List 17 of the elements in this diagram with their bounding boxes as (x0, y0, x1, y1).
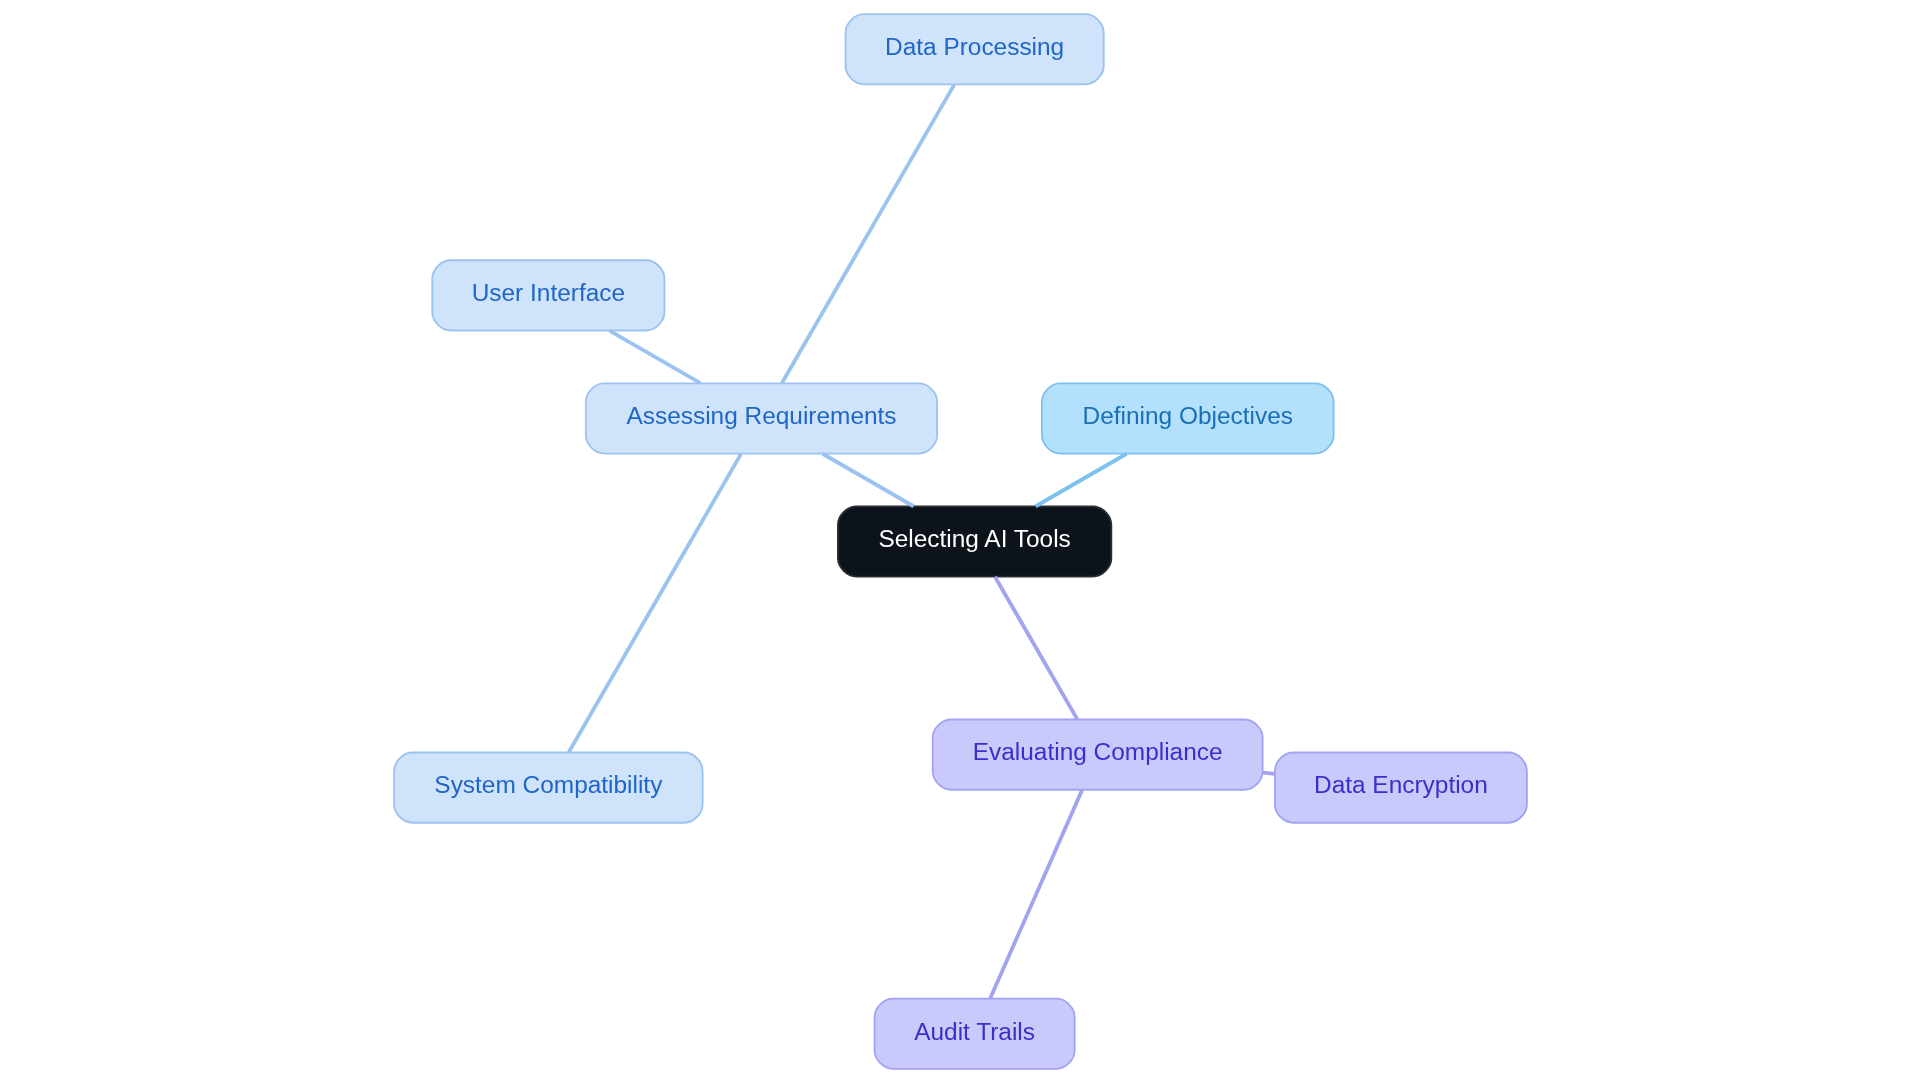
node-box: Evaluating Compliance (931, 718, 1264, 791)
connector (566, 452, 743, 754)
node-box: Data Encryption (1273, 751, 1528, 824)
node-box: Defining Objectives (1040, 382, 1335, 455)
connector (608, 329, 701, 385)
connector (779, 83, 956, 384)
node-box: User Interface (430, 259, 665, 332)
node-box: Audit Trails (873, 997, 1076, 1070)
connector (988, 789, 1084, 999)
connector (821, 452, 914, 508)
connector (1262, 770, 1275, 776)
node-box: Selecting AI Tools (836, 505, 1112, 578)
node-box: Data Processing (844, 13, 1105, 86)
connector (992, 575, 1079, 721)
node-box: System Compatibility (392, 751, 704, 824)
connector (1034, 452, 1128, 508)
node-box: Assessing Requirements (584, 382, 938, 455)
